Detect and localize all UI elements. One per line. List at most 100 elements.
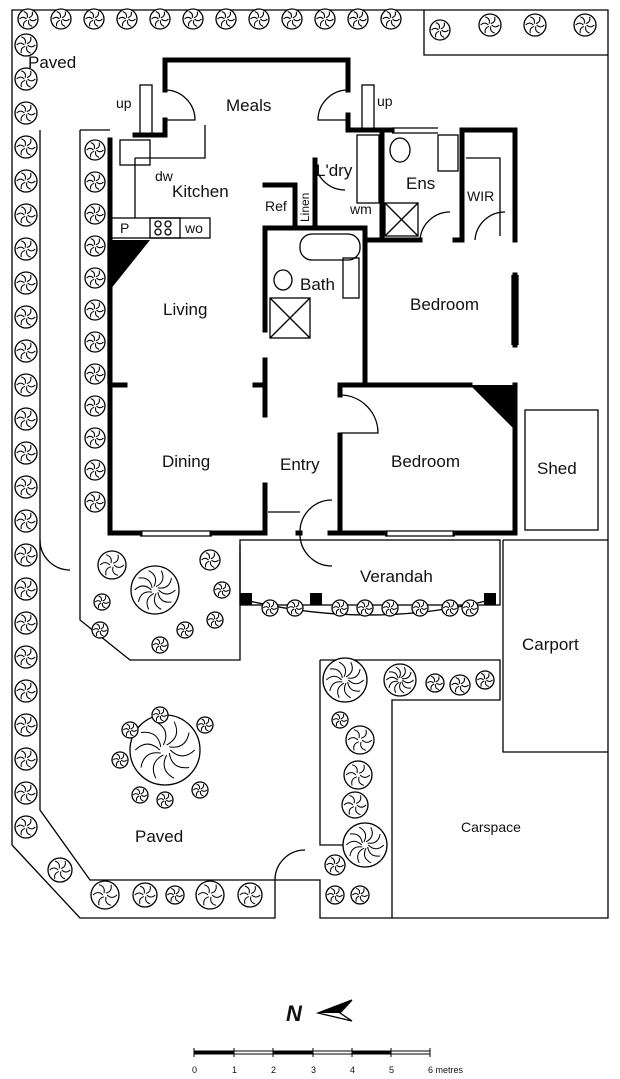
label-up-left: up xyxy=(116,95,132,111)
tree-icon xyxy=(84,427,106,449)
tree-icon xyxy=(14,339,38,363)
tree-icon xyxy=(425,673,445,693)
tree-icon xyxy=(191,781,209,799)
tree-icon xyxy=(47,857,73,883)
tree-icon xyxy=(116,8,138,30)
tree-icon xyxy=(461,599,479,617)
tree-icon xyxy=(156,791,174,809)
tree-icon xyxy=(237,882,263,908)
tree-icon xyxy=(475,670,495,690)
tree-icon xyxy=(14,373,38,397)
label-pantry: P xyxy=(120,220,129,236)
tree-icon xyxy=(83,8,105,30)
tree-icon xyxy=(149,8,171,30)
tree-icon xyxy=(14,543,38,567)
label-bedroom-1: Bedroom xyxy=(410,295,479,314)
tree-icon xyxy=(14,713,38,737)
tree-icon xyxy=(331,711,349,729)
tree-icon xyxy=(14,781,38,805)
scale-bar: 0 1 2 3 4 5 6 metres xyxy=(192,1048,464,1075)
label-living: Living xyxy=(163,300,207,319)
tree-icon xyxy=(14,135,38,159)
tree-icon xyxy=(84,491,106,513)
scale-tick-4: 4 xyxy=(350,1065,355,1075)
tree-icon xyxy=(84,139,106,161)
tree-icon xyxy=(14,33,38,57)
label-wall-oven: wo xyxy=(184,220,203,236)
tree-icon xyxy=(345,725,375,755)
tree-icon xyxy=(381,599,399,617)
tree-icon xyxy=(449,674,471,696)
tree-icon xyxy=(165,885,185,905)
tree-icon xyxy=(14,271,38,295)
tree-icon xyxy=(50,8,72,30)
label-kitchen: Kitchen xyxy=(172,182,229,201)
tree-icon xyxy=(176,621,194,639)
scale-tick-1: 1 xyxy=(232,1065,237,1075)
tree-icon xyxy=(215,8,237,30)
tree-icon xyxy=(91,621,109,639)
label-up-right: up xyxy=(377,93,393,109)
label-ensuite: Ens xyxy=(406,174,435,193)
tree-icon xyxy=(261,599,279,617)
tree-icon xyxy=(478,13,502,37)
tree-icon xyxy=(281,8,303,30)
tree-icon xyxy=(14,747,38,771)
tree-icon xyxy=(199,549,221,571)
label-paved-top: Paved xyxy=(28,53,76,72)
tree-icon xyxy=(129,714,201,786)
tree-icon xyxy=(97,550,127,580)
tree-icon xyxy=(14,101,38,125)
tree-icon xyxy=(14,407,38,431)
label-dining: Dining xyxy=(162,452,210,471)
tree-icon xyxy=(14,475,38,499)
tree-icon xyxy=(331,599,349,617)
scale-tick-3: 3 xyxy=(311,1065,316,1075)
tree-icon xyxy=(90,880,120,910)
tree-icon xyxy=(573,13,597,37)
label-shed: Shed xyxy=(537,459,577,478)
tree-icon xyxy=(111,751,129,769)
tree-icon xyxy=(14,203,38,227)
tree-icon xyxy=(121,721,139,739)
compass-label: N xyxy=(286,1001,303,1026)
tree-icon xyxy=(14,305,38,329)
tree-icon xyxy=(14,645,38,669)
tree-icon xyxy=(14,577,38,601)
tree-icon xyxy=(350,885,370,905)
tree-icon xyxy=(325,885,345,905)
tree-icon xyxy=(286,599,304,617)
tree-icon xyxy=(84,299,106,321)
tree-icon xyxy=(324,854,346,876)
tree-icon xyxy=(411,599,429,617)
label-carport: Carport xyxy=(522,635,579,654)
label-carspace: Carspace xyxy=(461,819,521,835)
label-entry: Entry xyxy=(280,455,320,474)
label-bath: Bath xyxy=(300,275,335,294)
tree-icon xyxy=(383,663,417,697)
tree-icon xyxy=(213,581,231,599)
tree-icon xyxy=(14,441,38,465)
tree-icon xyxy=(380,8,402,30)
tree-icon xyxy=(342,822,388,868)
scale-tick-0: 0 xyxy=(192,1065,197,1075)
tree-icon xyxy=(14,815,38,839)
tree-icon xyxy=(84,235,106,257)
tree-icon xyxy=(151,636,169,654)
label-dw: dw xyxy=(155,168,174,184)
tree-icon xyxy=(93,593,111,611)
compass: N xyxy=(286,999,353,1026)
garden-trees xyxy=(14,8,597,910)
tree-icon xyxy=(14,67,38,91)
room-labels: Paved Meals up up dw Kitchen P wo L'dry … xyxy=(28,53,579,846)
tree-icon xyxy=(347,8,369,30)
label-wir: WIR xyxy=(467,188,494,204)
tree-icon xyxy=(14,611,38,635)
label-wm: wm xyxy=(349,201,372,217)
tree-icon xyxy=(14,509,38,533)
garden-beds xyxy=(39,129,501,918)
tree-icon xyxy=(84,363,106,385)
tree-icon xyxy=(84,203,106,225)
tree-icon xyxy=(356,599,374,617)
tree-icon xyxy=(84,171,106,193)
